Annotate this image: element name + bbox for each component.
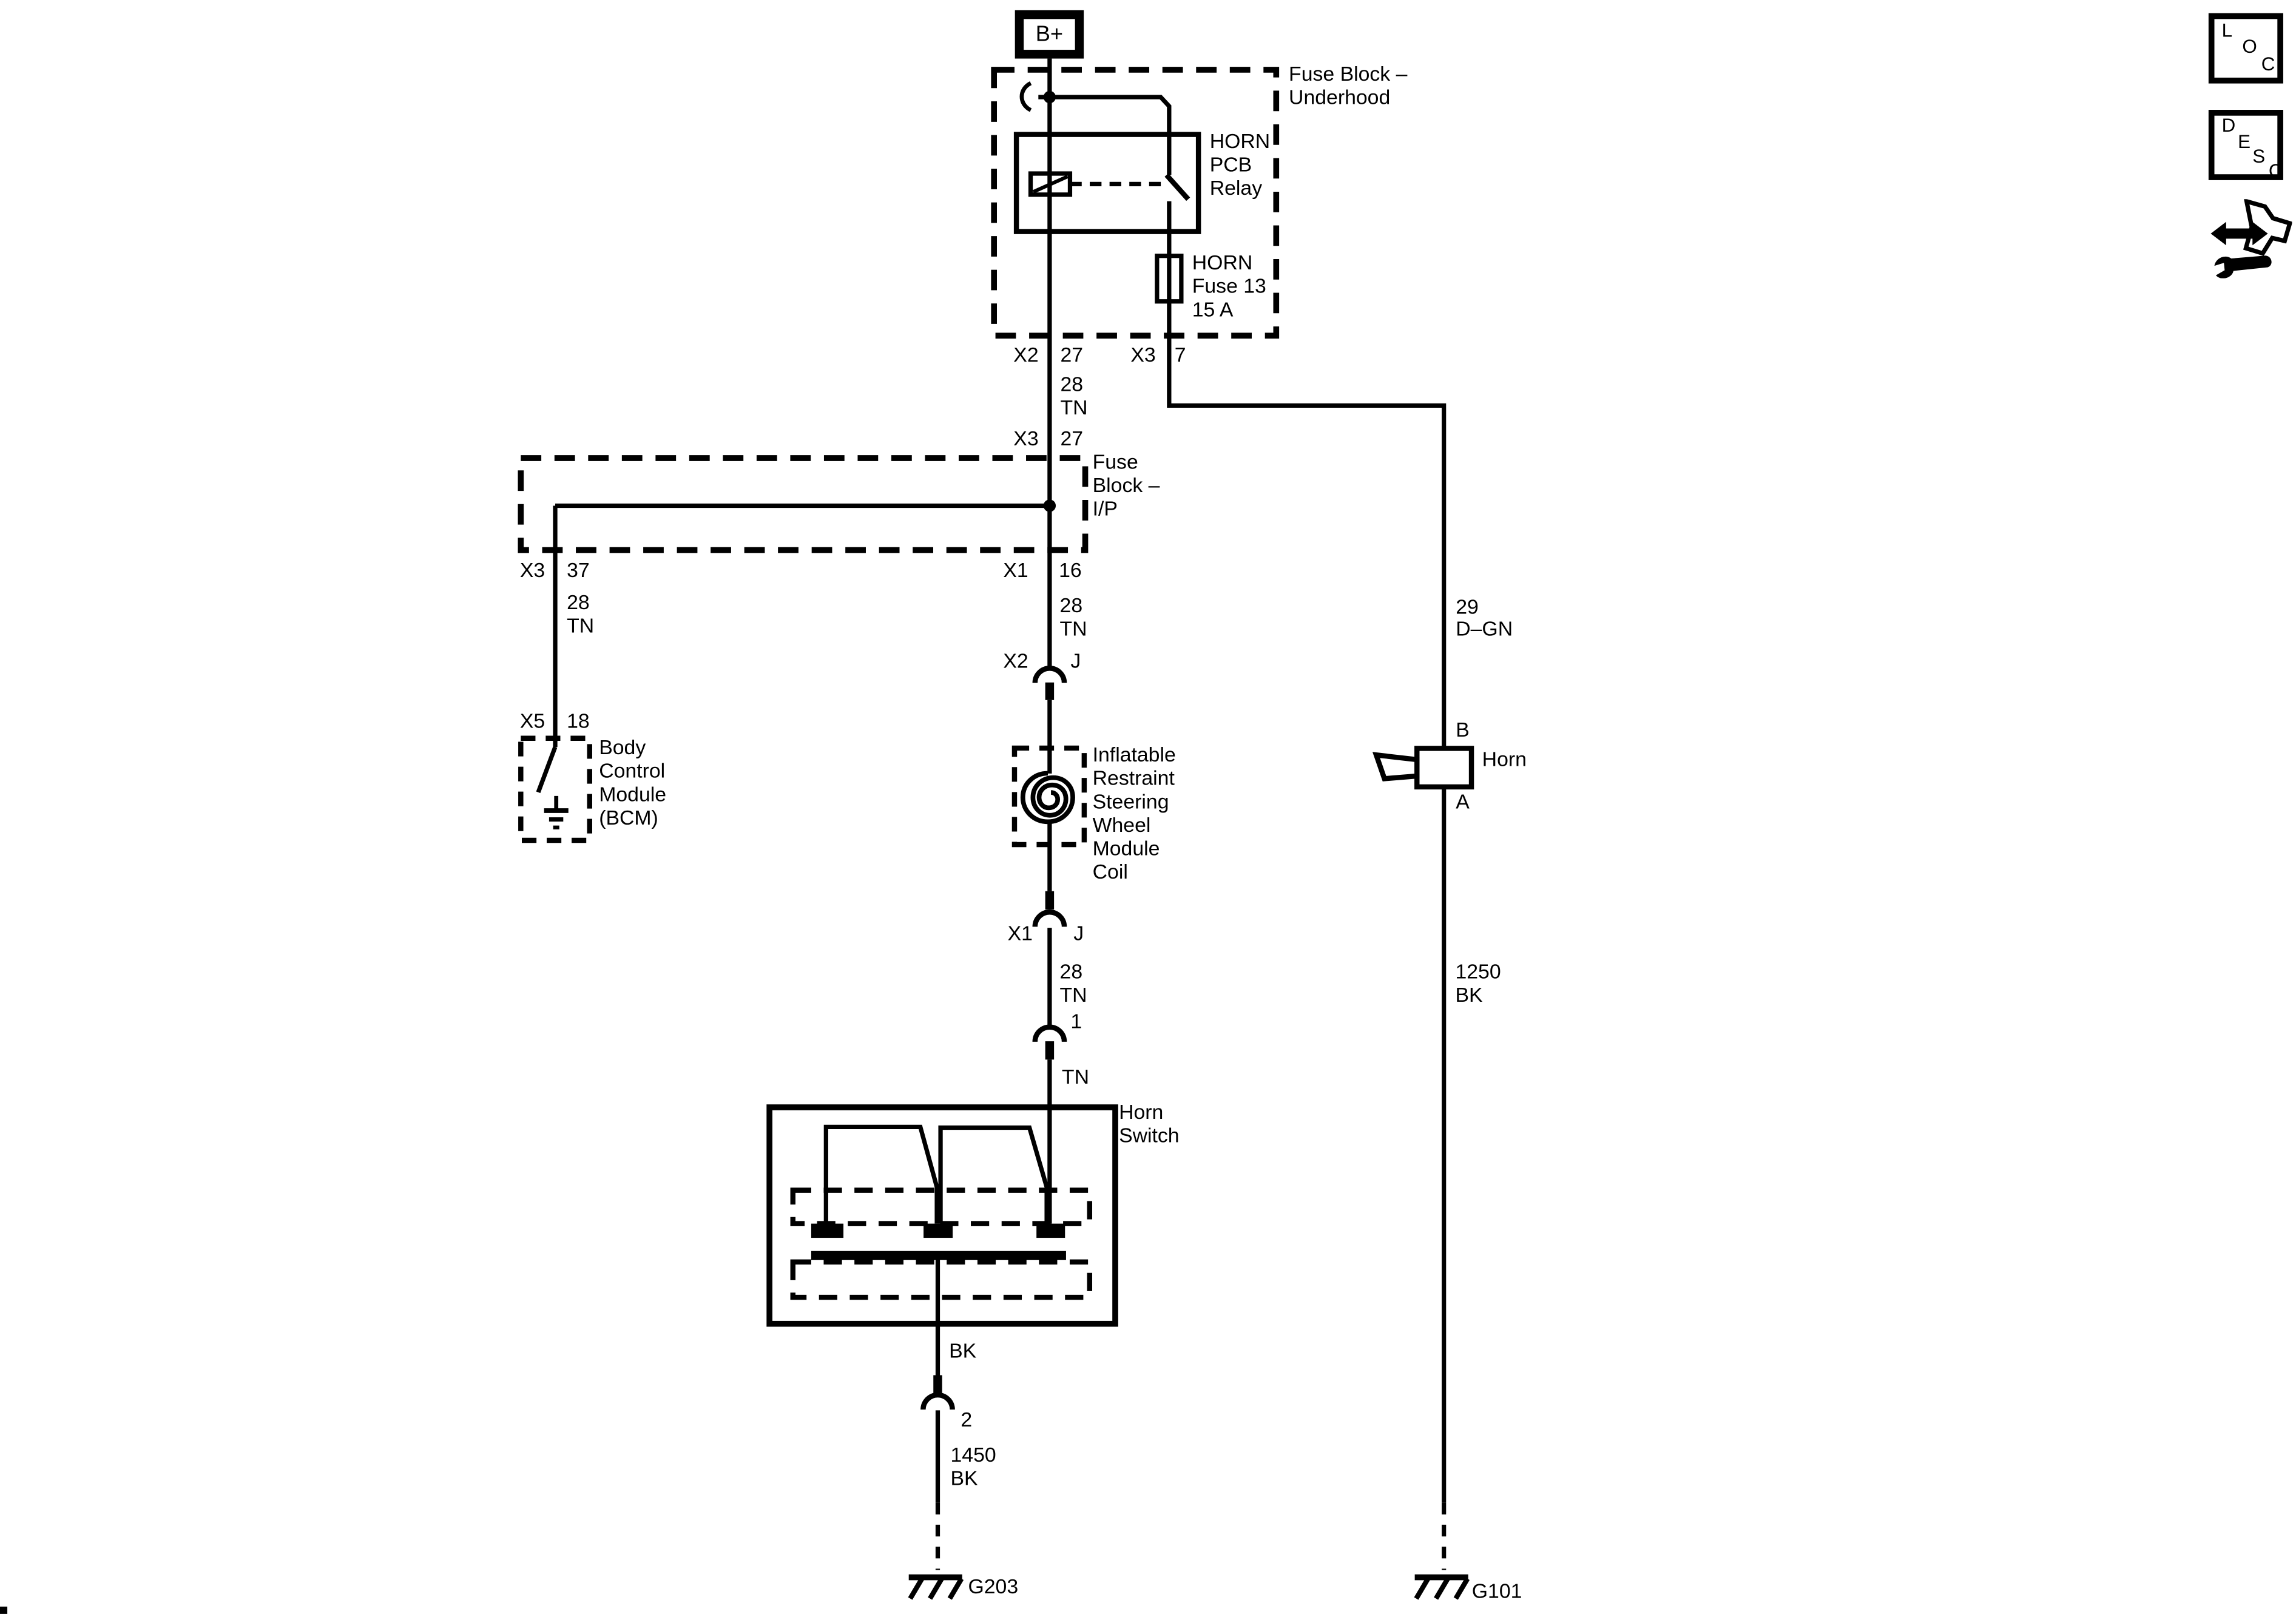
relay-coil-diagonal — [1032, 175, 1069, 194]
wire-tn-label: TN — [1061, 1065, 1090, 1089]
pin-37-label: 37 — [567, 557, 590, 581]
horn-box — [1414, 746, 1474, 790]
b-plus-label: B+ — [1035, 22, 1064, 47]
loc-button[interactable]: L O C — [2208, 13, 2283, 84]
desc-letter-e: E — [2238, 130, 2251, 153]
inline-connector-x1j-icon — [1032, 891, 1067, 927]
horn-fuse-symbol — [1155, 201, 1447, 749]
connector-x2-label: X2 — [1013, 342, 1039, 366]
page-corner-artifact — [0, 1606, 8, 1614]
switch-pad-2 — [923, 1223, 953, 1238]
fuse-block-ip-label: Fuse Block – I/P — [1092, 449, 1160, 519]
inline-connector-1-icon — [1032, 1024, 1067, 1060]
connector-x2j-label: X2 — [1003, 648, 1028, 672]
fuse-box — [1155, 254, 1184, 304]
pin-27-label: 27 — [1060, 342, 1084, 366]
switch-bus-bar — [811, 1251, 1066, 1260]
pin-16-label: 16 — [1059, 558, 1082, 582]
bcm-label: Body Control Module (BCM) — [599, 735, 667, 829]
switch-pad-1 — [811, 1223, 844, 1238]
connector-x3-left-label: X3 — [519, 557, 545, 581]
pin-18-label: 18 — [567, 709, 590, 733]
wire-28tn-top-label: 28 TN — [1060, 372, 1088, 419]
repair-wrench-arrow-icon — [2210, 198, 2293, 279]
wire-1450bk-label: 1450 BK — [950, 1442, 996, 1490]
ground-g203-label: G203 — [968, 1575, 1019, 1598]
relay-switch-blade — [1164, 173, 1190, 201]
horn-pcb-relay-label: HORN PCB Relay — [1209, 128, 1271, 199]
repair-jump-button[interactable] — [2210, 198, 2293, 279]
horn-label: Horn — [1482, 746, 1527, 770]
desc-button[interactable]: D E S C — [2208, 110, 2283, 182]
clockspring-label: Inflatable Restraint Steering Wheel Modu… — [1092, 742, 1176, 883]
horn-switch-symbol — [766, 1104, 1118, 1327]
pin-7-label: 7 — [1174, 342, 1186, 366]
switch-contact-right — [938, 1125, 1049, 1224]
bcm-switch-blade — [536, 746, 558, 794]
horn-symbol — [1372, 746, 1474, 790]
ground-g101-label: G101 — [1471, 1578, 1522, 1602]
loc-letter-c: C — [2261, 52, 2275, 75]
horn-fuse-label: HORN Fuse 13 15 A — [1192, 251, 1266, 322]
inline-connector-x2j-icon — [1032, 666, 1067, 700]
wire-1250bk-label: 1250 BK — [1455, 959, 1501, 1006]
connector-x1-label: X1 — [1003, 558, 1028, 582]
switch-membrane-lower — [790, 1259, 1093, 1300]
bcm-ground-icon — [544, 795, 569, 829]
relay-box — [1013, 132, 1201, 234]
battery-feed-wire — [1019, 58, 1172, 669]
wire-28tn-low-label: 28 TN — [1059, 959, 1087, 1006]
fusible-element-curve — [1019, 81, 1032, 112]
pin-j-lower-label: J — [1073, 921, 1084, 945]
horn-terminal-a-label: A — [1456, 789, 1470, 814]
connector-x1j-label: X1 — [1007, 921, 1033, 945]
junction-dot-underhood — [1043, 90, 1056, 104]
switch-pad-3 — [1036, 1223, 1065, 1238]
wire-29dgn-label: 29 D–GN — [1456, 593, 1513, 641]
connector-x3-ip-label: X3 — [1013, 425, 1039, 450]
desc-letter-d: D — [2221, 114, 2236, 137]
connector-x5-label: X5 — [519, 709, 545, 733]
wire-28tn-mid-label: 28 TN — [1059, 593, 1087, 640]
switch-contact-left — [823, 1124, 939, 1224]
wire-bk-label: BK — [949, 1338, 977, 1362]
desc-letter-s: S — [2252, 144, 2266, 167]
inline-connector-2-icon — [920, 1375, 955, 1410]
bcm-box — [518, 735, 592, 843]
horn-trumpet — [1372, 752, 1420, 781]
ground-g101-icon — [1414, 1574, 1470, 1600]
bcm-symbol — [518, 735, 592, 843]
desc-letter-c: C — [2268, 160, 2283, 182]
junction-dot-ip — [1043, 499, 1056, 512]
fuse-block-underhood-outline — [991, 67, 1280, 339]
wrench-shape — [2214, 255, 2272, 279]
horn-switch-box — [766, 1104, 1118, 1327]
inline-connector-1-label: 1 — [1070, 1008, 1082, 1032]
horn-switch-label: Horn Switch — [1119, 1100, 1180, 1147]
fuse-block-ip-outline — [518, 455, 1089, 553]
fuse-block-underhood-label: Fuse Block – Underhood — [1289, 61, 1408, 109]
ground-g203-icon — [908, 1574, 964, 1600]
wire-28tn-left-label: 28 TN — [567, 589, 595, 636]
pin-27-ip-label: 27 — [1060, 425, 1084, 450]
coil-spiral — [1020, 771, 1075, 825]
double-arrow-shape — [2210, 221, 2268, 246]
horn-pcb-relay-symbol — [1013, 132, 1201, 234]
pin-j-upper-label: J — [1070, 648, 1081, 672]
inline-connector-2-label: 2 — [961, 1406, 973, 1430]
connector-x3-label: X3 — [1130, 342, 1156, 366]
loc-letter-l: L — [2221, 19, 2233, 41]
horn-terminal-b-label: B — [1456, 718, 1470, 742]
battery-positive-terminal: B+ — [1015, 10, 1084, 59]
loc-letter-o: O — [2242, 35, 2257, 58]
